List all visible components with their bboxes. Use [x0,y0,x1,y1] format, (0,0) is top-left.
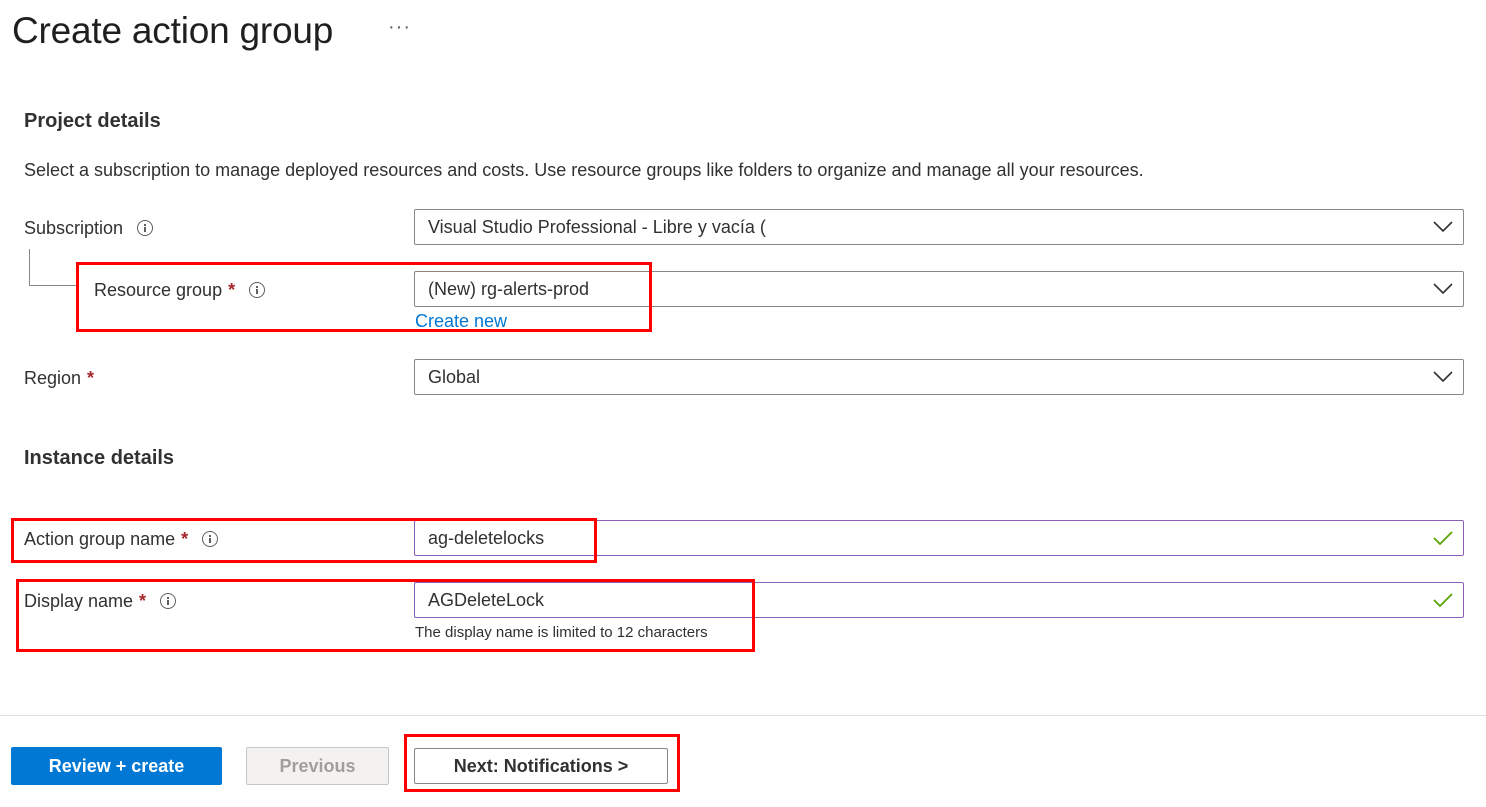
display-name-label: Display name * [24,584,177,618]
required-marker: * [139,590,147,611]
chevron-down-icon [1423,210,1463,244]
resource-group-label-text: Resource group [94,279,223,300]
required-marker: * [181,528,189,549]
resource-group-value: (New) rg-alerts-prod [428,278,590,299]
instance-details-heading: Instance details [24,447,175,469]
page-title: Create action group [12,10,334,51]
required-marker: * [228,279,236,300]
action-group-name-input[interactable]: ag-deletelocks [414,520,1464,556]
chevron-down-icon [1423,360,1463,394]
required-marker: * [87,367,95,388]
info-icon[interactable] [137,220,154,236]
display-name-value: AGDeleteLock [428,589,545,610]
info-icon[interactable] [249,282,266,298]
resource-group-label: Resource group * [94,273,266,307]
project-details-heading: Project details [24,110,161,132]
tree-connector [29,249,78,286]
display-name-hint: The display name is limited to 12 charac… [415,624,708,641]
checkmark-icon [1423,521,1463,555]
region-value: Global [428,366,481,387]
region-label-text: Region [24,367,82,388]
create-new-link[interactable]: Create new [415,311,508,331]
subscription-label: Subscription [24,211,154,245]
action-group-name-label-text: Action group name [24,528,176,549]
action-group-name-value: ag-deletelocks [428,527,545,548]
footer-divider [0,715,1486,716]
checkmark-icon [1423,583,1463,617]
previous-button[interactable]: Previous [246,747,389,785]
chevron-down-icon [1423,272,1463,306]
region-dropdown[interactable]: Global [414,359,1464,395]
display-name-label-text: Display name [24,590,134,611]
region-label: Region * [24,361,94,395]
subscription-value: Visual Studio Professional - Libre y vac… [428,216,766,237]
display-name-input[interactable]: AGDeleteLock [414,582,1464,618]
action-group-name-label: Action group name * [24,522,219,556]
more-options-icon[interactable]: ··· [388,16,411,38]
project-details-description: Select a subscription to manage deployed… [24,160,1144,180]
subscription-dropdown[interactable]: Visual Studio Professional - Libre y vac… [414,209,1464,245]
review-create-button[interactable]: Review + create [11,747,222,785]
info-icon[interactable] [160,593,177,609]
subscription-label-text: Subscription [24,217,124,238]
next-notifications-button[interactable]: Next: Notifications > [414,748,668,784]
info-icon[interactable] [202,531,219,547]
resource-group-dropdown[interactable]: (New) rg-alerts-prod [414,271,1464,307]
